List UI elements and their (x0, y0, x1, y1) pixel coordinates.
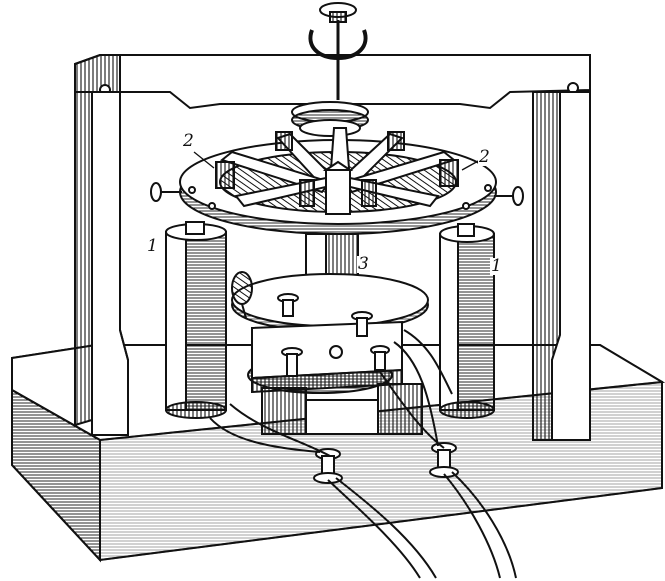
callout-label-2-right: 2 (478, 147, 491, 167)
callout-label-1-right: 1 (490, 256, 503, 276)
label-leaders (193, 151, 481, 171)
pulley-spindle (291, 62, 369, 137)
center-stand (247, 293, 423, 435)
wires (209, 329, 517, 579)
gantry-frame (74, 54, 591, 441)
callout-label-3: 3 (357, 254, 370, 274)
right-coil (439, 223, 495, 419)
left-coil (165, 221, 227, 419)
callout-label-1-left: 1 (146, 236, 159, 256)
callout-label-2-left: 2 (182, 131, 195, 151)
rotor-ring (150, 127, 524, 235)
top-clamp-screw (308, 2, 368, 62)
lower-disc (231, 271, 429, 332)
